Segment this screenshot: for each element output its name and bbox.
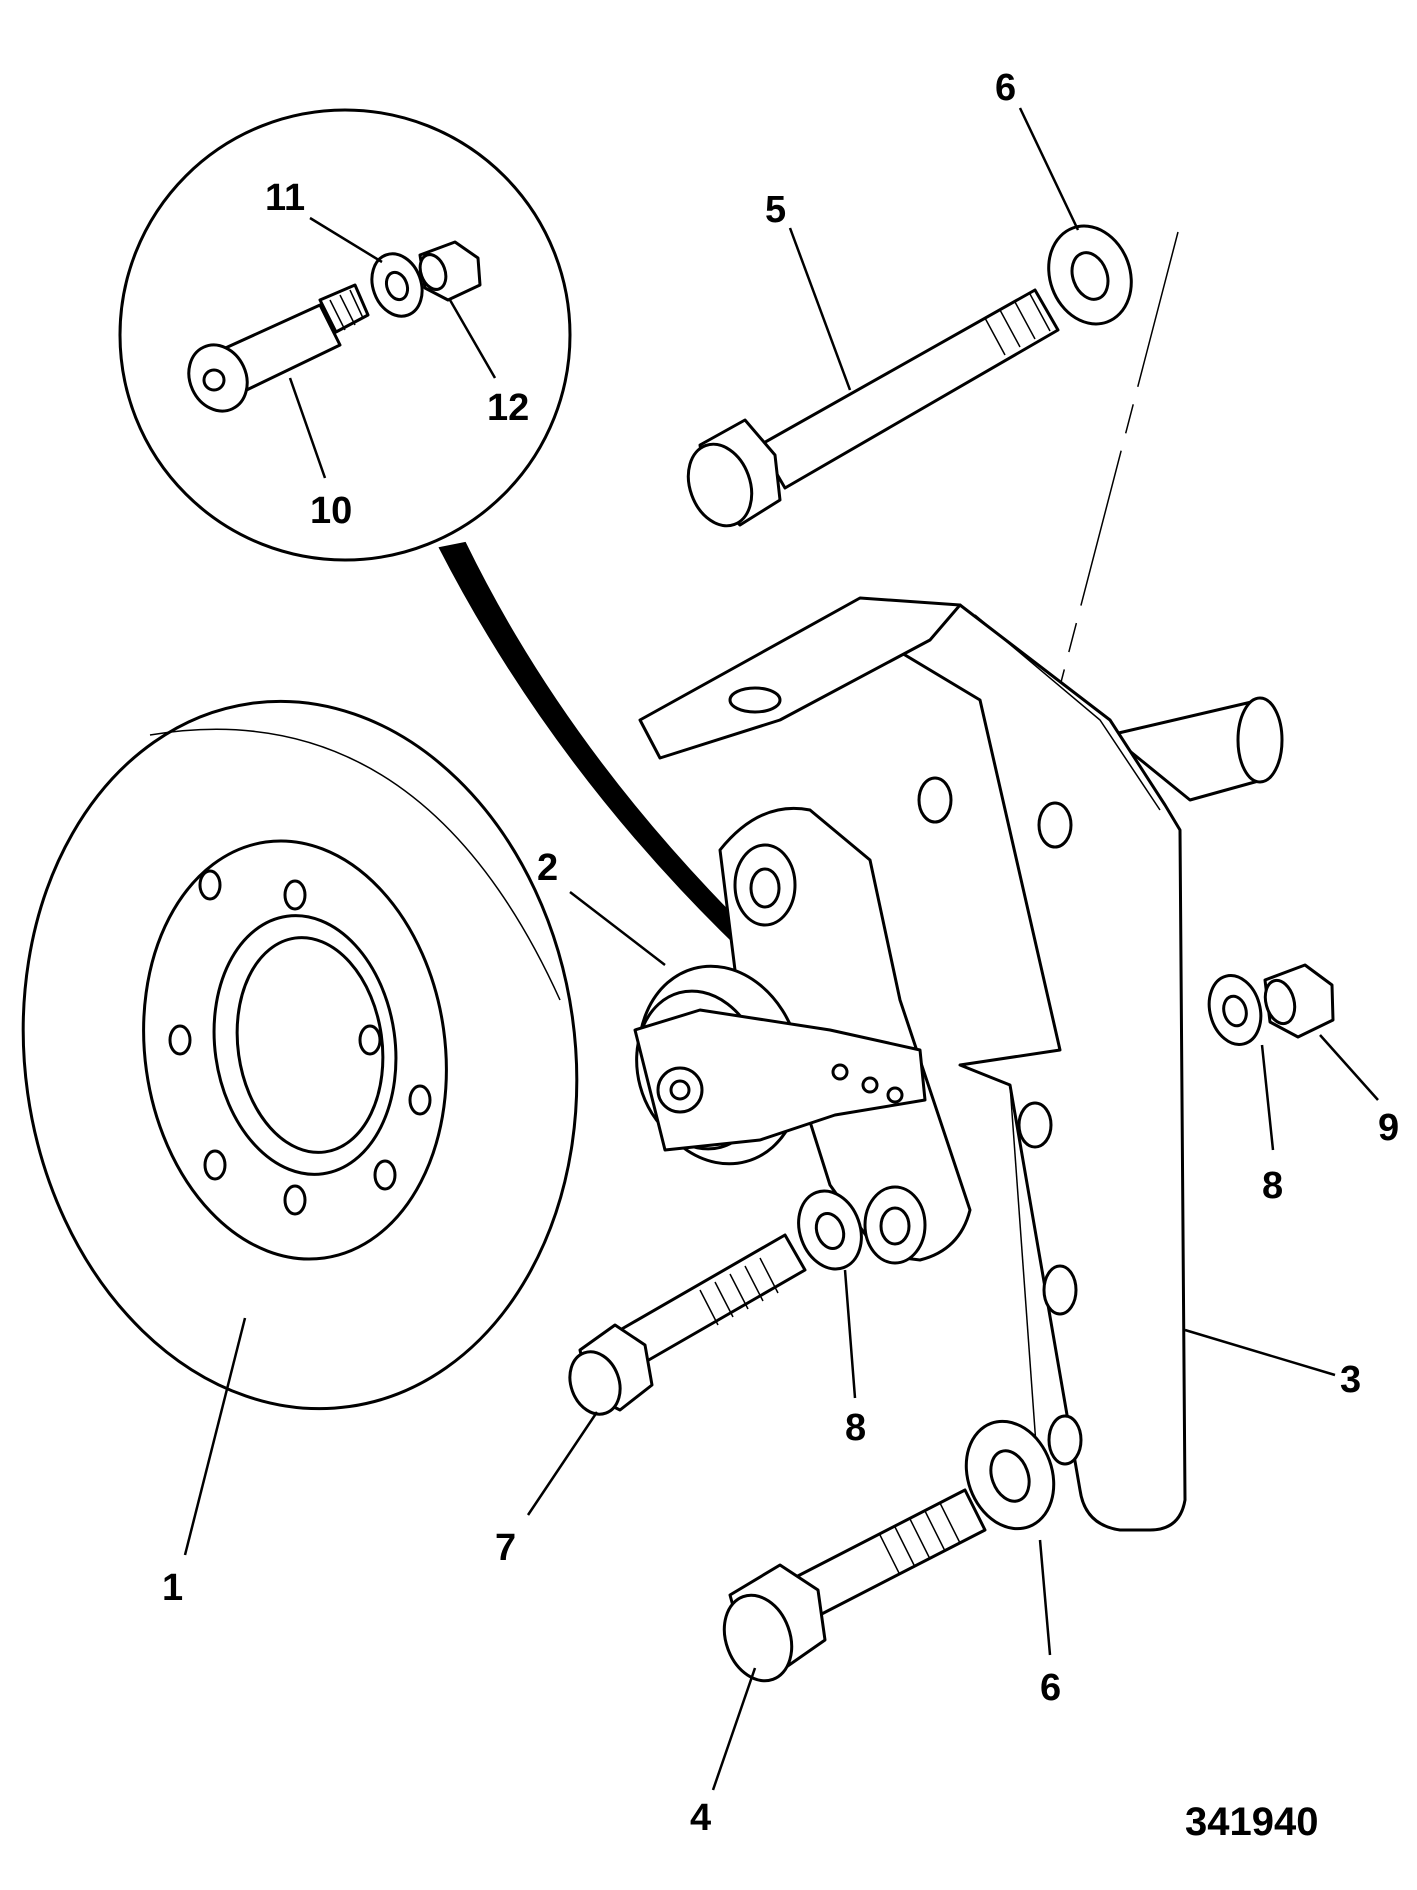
bolt-7 — [568, 1233, 807, 1416]
callout-5: 5 — [765, 189, 786, 231]
detail-inset — [118, 108, 882, 1064]
nut-12 — [418, 240, 482, 302]
callout-7: 7 — [495, 1527, 516, 1569]
callout-12: 12 — [487, 387, 529, 429]
callout-3: 3 — [1340, 1359, 1361, 1401]
washer-6-top — [1047, 224, 1133, 326]
washer-8-right — [1207, 974, 1263, 1046]
callout-11: 11 — [265, 177, 305, 219]
figure-reference-number: 341940 — [1185, 1800, 1318, 1844]
callout-8-right: 8 — [1262, 1165, 1283, 1207]
shoulder-bolt-10 — [187, 283, 370, 413]
callout-2: 2 — [537, 847, 558, 889]
callout-6-bottom: 6 — [1040, 1667, 1061, 1709]
leader-lines — [183, 107, 1379, 1791]
caliper-assembly-2 — [633, 806, 972, 1265]
bracket-3 — [638, 596, 1284, 1532]
callout-9: 9 — [1378, 1107, 1399, 1149]
callout-10: 10 — [310, 490, 352, 532]
callout-1: 1 — [162, 1567, 183, 1609]
washer-11 — [370, 252, 424, 318]
callout-4: 4 — [690, 1797, 711, 1839]
brake-disc-1 — [21, 699, 579, 1411]
washer-6-bottom — [964, 1419, 1056, 1531]
callout-8-center: 8 — [845, 1407, 866, 1449]
washer-8-center — [797, 1189, 863, 1271]
nut-9 — [1263, 963, 1335, 1039]
callout-6-top: 6 — [995, 67, 1016, 109]
bolt-4 — [722, 1488, 987, 1683]
bolt-5 — [686, 288, 1060, 528]
